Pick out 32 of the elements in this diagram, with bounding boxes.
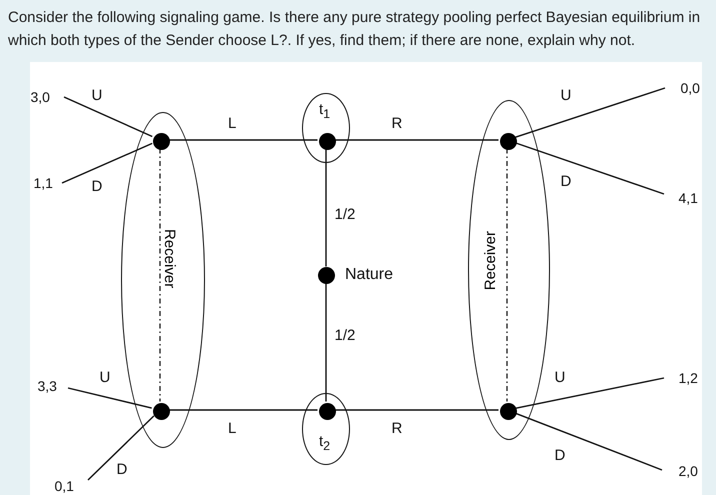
payoff-text: 0,1	[54, 478, 74, 494]
branch-line	[514, 412, 662, 471]
information-set	[302, 93, 350, 163]
information-set	[468, 100, 550, 440]
type-label: t$_{1}$	[319, 102, 330, 122]
payoff-text: 1,1	[34, 175, 53, 191]
branch-line	[68, 387, 152, 409]
branch-line	[64, 96, 153, 138]
information-set	[302, 393, 350, 465]
branch-line	[334, 409, 498, 411]
branch-line	[514, 87, 666, 138]
branch-line	[325, 148, 327, 266]
branch-line	[515, 377, 664, 409]
payoff-text: 4,1	[678, 190, 698, 206]
branch-line	[334, 139, 498, 141]
question-text: Consider the following signaling game. Is there any pure strategy pooling perfect Bayesian equilibrium in which both types of the Sender choose L?. If yes, find them; if there are none, explain why not.	[8, 8, 702, 51]
payoff-text: 1,2	[678, 370, 698, 386]
branch-line	[168, 409, 318, 411]
node-caption: Nature	[345, 267, 394, 283]
payoff-text: 0,0	[680, 80, 700, 96]
branch-line	[514, 142, 664, 195]
payoff-text: 2,0	[678, 463, 698, 479]
type-label: t$_{2}$	[319, 434, 330, 454]
branch-line	[325, 284, 327, 402]
information-set-line	[506, 148, 508, 402]
information-set-line	[159, 148, 161, 402]
branch-line	[88, 415, 154, 480]
branch-line	[168, 139, 318, 141]
information-set	[121, 112, 205, 448]
payoff-text: 3,3	[38, 378, 57, 394]
branch-line	[62, 142, 152, 184]
payoff-text: 3,0	[30, 89, 50, 105]
